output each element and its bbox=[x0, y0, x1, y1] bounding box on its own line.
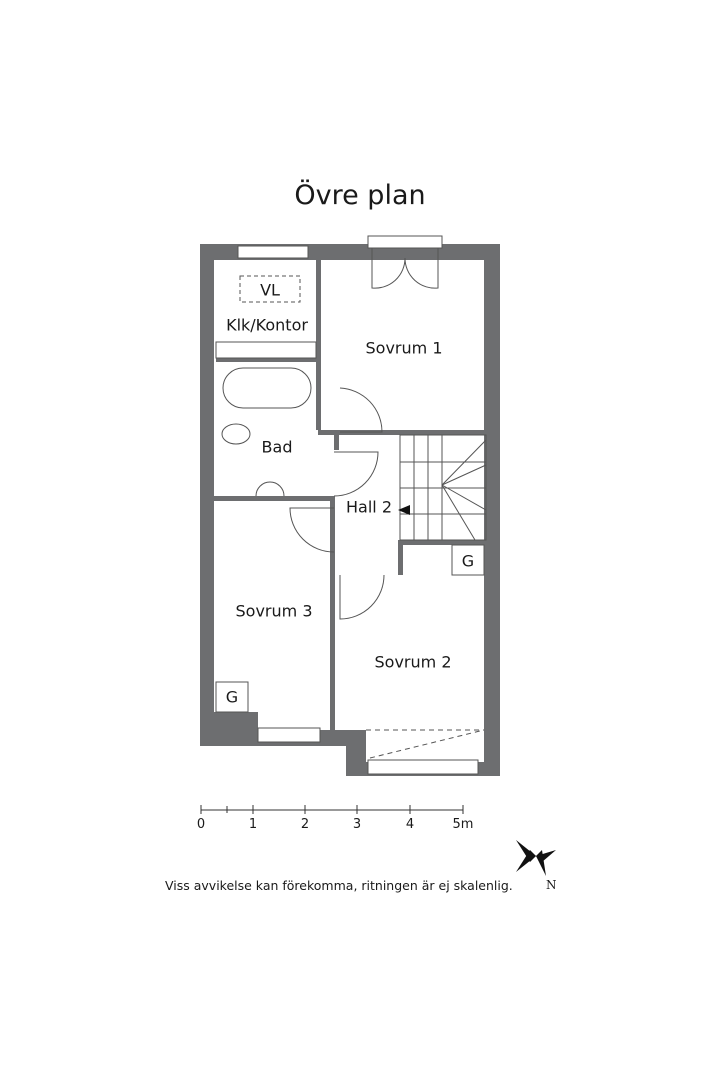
wardrobe-label: G bbox=[461, 551, 475, 571]
scale-tick: 1 bbox=[248, 817, 258, 832]
scale-tick: 0 bbox=[196, 817, 206, 832]
north-label: N bbox=[546, 878, 557, 892]
compass-rose-icon bbox=[516, 840, 556, 876]
room-hall-2: Hall 2 bbox=[346, 497, 392, 517]
stair-arrow-icon bbox=[398, 505, 410, 515]
room-klk-kontor: Klk/Kontor bbox=[226, 315, 308, 335]
room-vl: VL bbox=[260, 280, 280, 300]
room-bad: Bad bbox=[261, 437, 293, 457]
disclaimer: Viss avvikelse kan förekomma, ritningen … bbox=[165, 878, 513, 893]
scale-tick: 2 bbox=[300, 817, 310, 832]
scale-tick: 5m bbox=[452, 817, 474, 832]
room-sovrum-3: Sovrum 3 bbox=[235, 601, 313, 621]
scale-tick: 3 bbox=[352, 817, 362, 832]
room-sovrum-2: Sovrum 2 bbox=[374, 652, 452, 672]
room-sovrum-1: Sovrum 1 bbox=[365, 338, 443, 358]
plan-title: Övre plan bbox=[294, 180, 426, 211]
scale-tick: 4 bbox=[405, 817, 415, 832]
wardrobe-label: G bbox=[225, 687, 239, 707]
